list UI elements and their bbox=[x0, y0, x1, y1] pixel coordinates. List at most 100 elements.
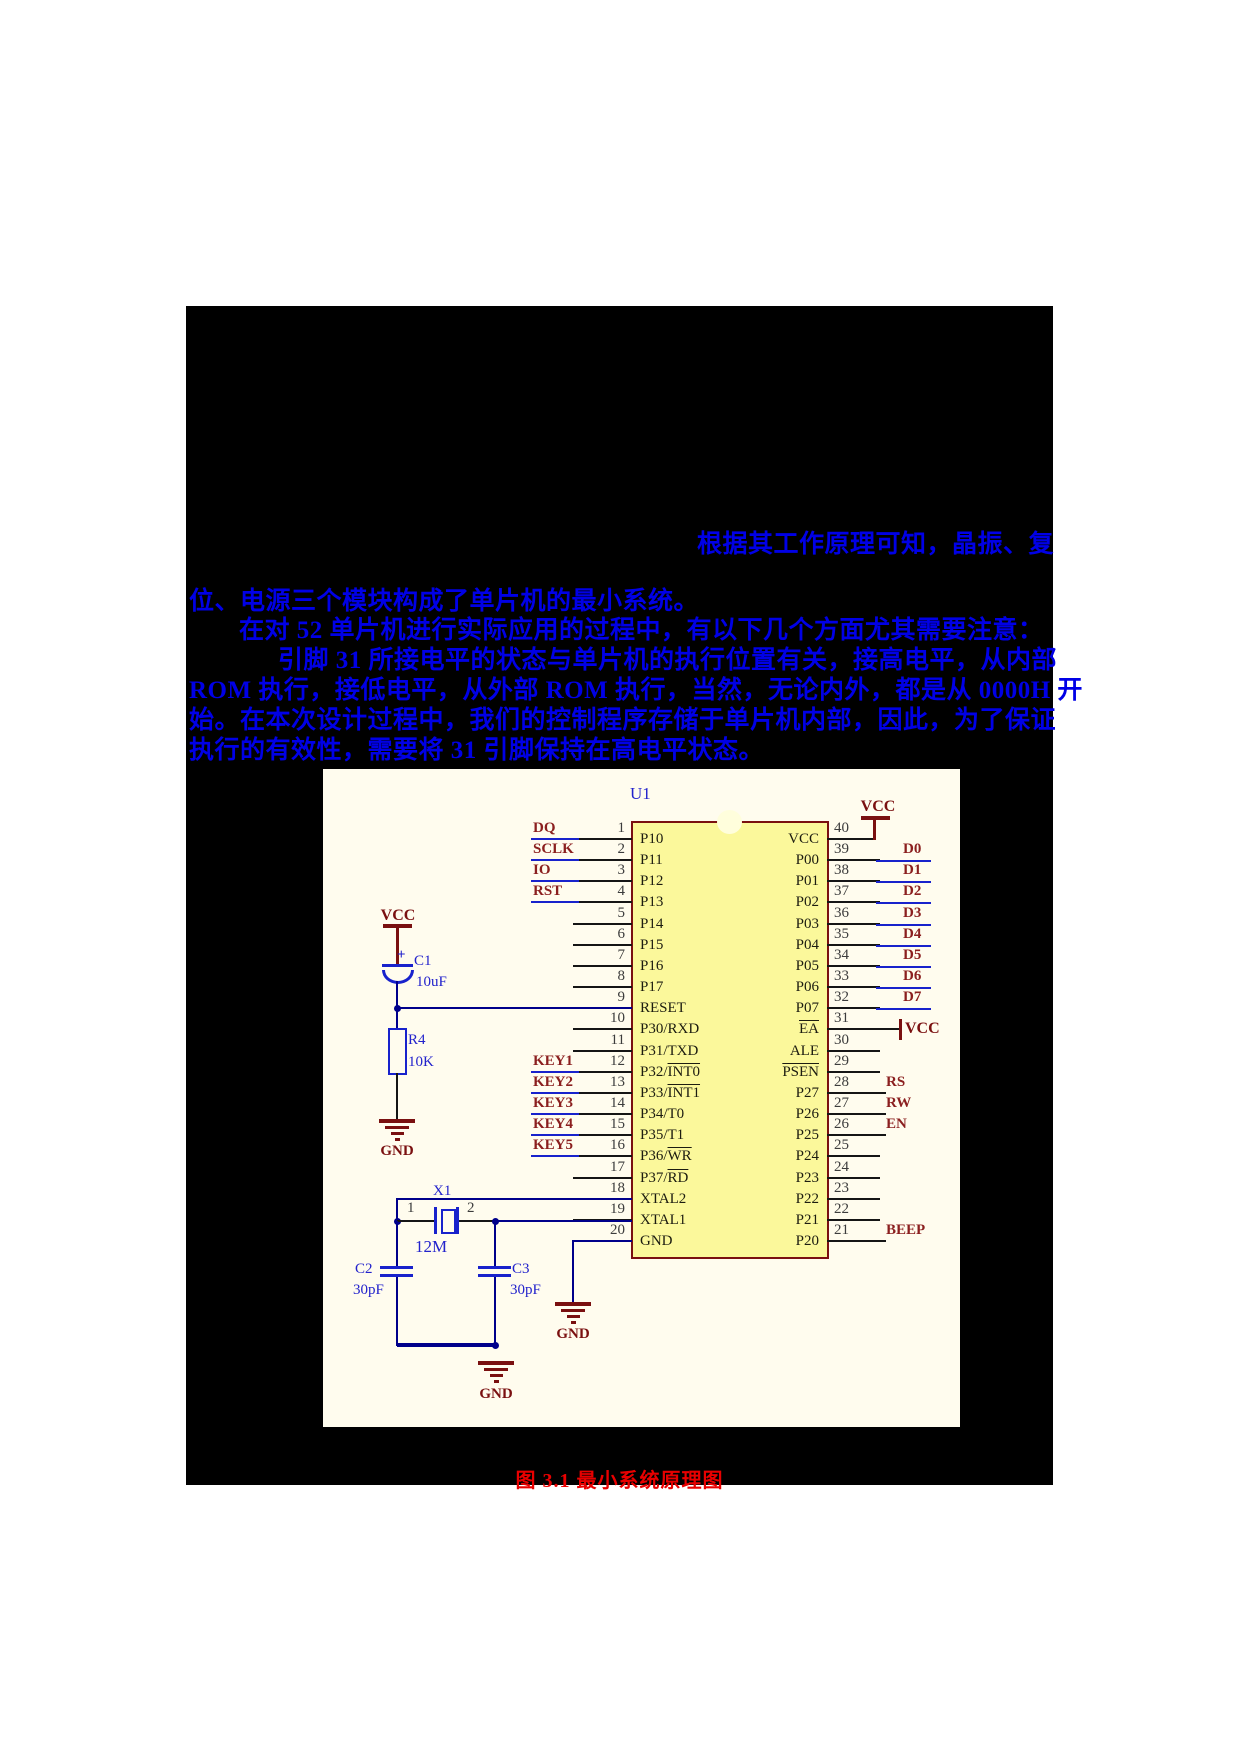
gnd-bar-icon bbox=[493, 1380, 499, 1383]
pin-wire-right bbox=[827, 923, 880, 925]
pin-number: 5 bbox=[617, 905, 626, 921]
c1-plus-sign: + bbox=[397, 947, 406, 963]
pin-number: 2 bbox=[617, 841, 626, 857]
pin-wire-left bbox=[577, 901, 632, 903]
x1-pin2-num: 2 bbox=[467, 1200, 475, 1216]
doc-text-line: 根据其工作原理可知，晶振、复 bbox=[697, 531, 1055, 558]
gnd-label: GND bbox=[556, 1326, 590, 1342]
doc-text-line: 在对 52 单片机进行实际应用的过程中，有以下几个方面尤其需要注意： bbox=[239, 617, 1044, 644]
pin-name-left: P11 bbox=[640, 852, 663, 868]
net-label-dq: DQ bbox=[533, 820, 556, 836]
c3-ref: C3 bbox=[512, 1261, 530, 1277]
net-label-key4: KEY4 bbox=[533, 1116, 574, 1132]
pin-number: 19 bbox=[610, 1201, 625, 1217]
pin-name-left: P17 bbox=[640, 979, 664, 995]
vcc-bar-icon bbox=[383, 924, 412, 928]
x1-crystal-body bbox=[441, 1209, 456, 1234]
wire-xtal2-corner bbox=[396, 1198, 398, 1221]
gnd-bar-icon bbox=[385, 1126, 409, 1129]
pin-name-right: P07 bbox=[795, 1000, 819, 1016]
pin-name-right: P05 bbox=[795, 958, 819, 974]
c1-ref: C1 bbox=[414, 953, 432, 969]
pin-number: 30 bbox=[834, 1032, 849, 1048]
wire-pin20-gnd bbox=[572, 1240, 632, 1242]
pin-wire-right bbox=[827, 838, 875, 840]
gnd-label: GND bbox=[380, 1143, 414, 1159]
pin-number: 26 bbox=[834, 1116, 849, 1132]
c1-value: 10uF bbox=[416, 974, 447, 990]
pin-name-left: P12 bbox=[640, 873, 664, 889]
pin-wire-left bbox=[577, 880, 632, 882]
pin-wire-right bbox=[827, 1050, 880, 1052]
pin-wire-right bbox=[827, 986, 880, 988]
gnd-bar-icon bbox=[484, 1368, 508, 1371]
pin-wire-right bbox=[827, 880, 880, 882]
pin-name-left: P36/WR bbox=[640, 1148, 692, 1164]
pin-wire-right bbox=[827, 1240, 880, 1242]
net-label-key2: KEY2 bbox=[533, 1074, 574, 1090]
net-label-underline bbox=[876, 924, 931, 926]
net-label-underline bbox=[876, 945, 931, 947]
pin-number: 35 bbox=[834, 926, 849, 942]
gnd-bar-icon bbox=[555, 1302, 591, 1306]
pin-number: 9 bbox=[617, 989, 626, 1005]
pin-wire-right bbox=[827, 1071, 880, 1073]
gnd-bar-icon bbox=[478, 1361, 514, 1365]
wire-crystal-right bbox=[459, 1220, 495, 1222]
wire-xtal2 bbox=[397, 1198, 632, 1200]
c3-plate bbox=[478, 1274, 511, 1277]
pin-wire-left bbox=[577, 1071, 632, 1073]
pin-name-left: P14 bbox=[640, 916, 664, 932]
pin-wire-right bbox=[827, 1219, 880, 1221]
pin-wire-left bbox=[577, 859, 632, 861]
vcc-bar-icon bbox=[861, 816, 890, 820]
pin-number: 25 bbox=[834, 1137, 849, 1153]
pin-number: 37 bbox=[834, 883, 849, 899]
pin-name-left: P15 bbox=[640, 937, 664, 953]
c2-ref: C2 bbox=[355, 1261, 373, 1277]
vcc-label-pin31: VCC bbox=[905, 1020, 940, 1037]
vcc-label-reset: VCC bbox=[380, 907, 416, 924]
vcc-stem bbox=[873, 819, 876, 840]
pin-number: 33 bbox=[834, 968, 849, 984]
wire-r4-gnd bbox=[396, 1073, 398, 1119]
pin-name-left: XTAL2 bbox=[640, 1191, 687, 1207]
net-label-key5: KEY5 bbox=[533, 1137, 574, 1153]
vcc-label-pin40: VCC bbox=[860, 798, 896, 815]
pin-number: 29 bbox=[834, 1053, 849, 1069]
vcc-side-bar-icon bbox=[899, 1019, 902, 1040]
pin-name-right: P27 bbox=[795, 1085, 819, 1101]
pin-number: 6 bbox=[617, 926, 626, 942]
pin-name-left: P31/TXD bbox=[640, 1043, 699, 1059]
net-label-d2: D2 bbox=[903, 883, 922, 899]
pin-wire-left bbox=[577, 1134, 632, 1136]
vcc-stem bbox=[396, 927, 399, 966]
c2-plate bbox=[380, 1266, 413, 1269]
figure-caption: 图 3.1 最小系统原理图 bbox=[515, 1470, 724, 1492]
net-label-beep: BEEP bbox=[886, 1222, 926, 1238]
pin-wire-ext bbox=[876, 1240, 886, 1242]
pin-name-right: P26 bbox=[795, 1106, 819, 1122]
net-label-en: EN bbox=[886, 1116, 907, 1132]
x1-value: 12M bbox=[415, 1237, 448, 1256]
mcu-chip-body bbox=[631, 821, 829, 1259]
pin-wire-left bbox=[573, 944, 632, 946]
pin-number: 14 bbox=[610, 1095, 625, 1111]
net-label-d7: D7 bbox=[903, 989, 922, 1005]
gnd-label: GND bbox=[479, 1386, 513, 1402]
pin-number: 10 bbox=[610, 1010, 625, 1026]
net-label-underline bbox=[876, 881, 931, 883]
wire-pin20-gnd-drop bbox=[572, 1240, 574, 1302]
pin-number: 28 bbox=[834, 1074, 849, 1090]
net-label-key3: KEY3 bbox=[533, 1095, 574, 1111]
net-label-underline bbox=[531, 1092, 579, 1094]
pin-wire-right bbox=[827, 944, 880, 946]
junction-dot bbox=[492, 1342, 499, 1349]
wire-junction-r4 bbox=[396, 1009, 398, 1028]
pin-name-right: P25 bbox=[795, 1127, 819, 1143]
pin-wire-left bbox=[577, 1113, 632, 1115]
net-label-io: IO bbox=[533, 862, 551, 878]
c3-plate bbox=[478, 1266, 511, 1269]
pin-name-left: P33/INT1 bbox=[640, 1085, 701, 1101]
pin-number: 3 bbox=[617, 862, 626, 878]
